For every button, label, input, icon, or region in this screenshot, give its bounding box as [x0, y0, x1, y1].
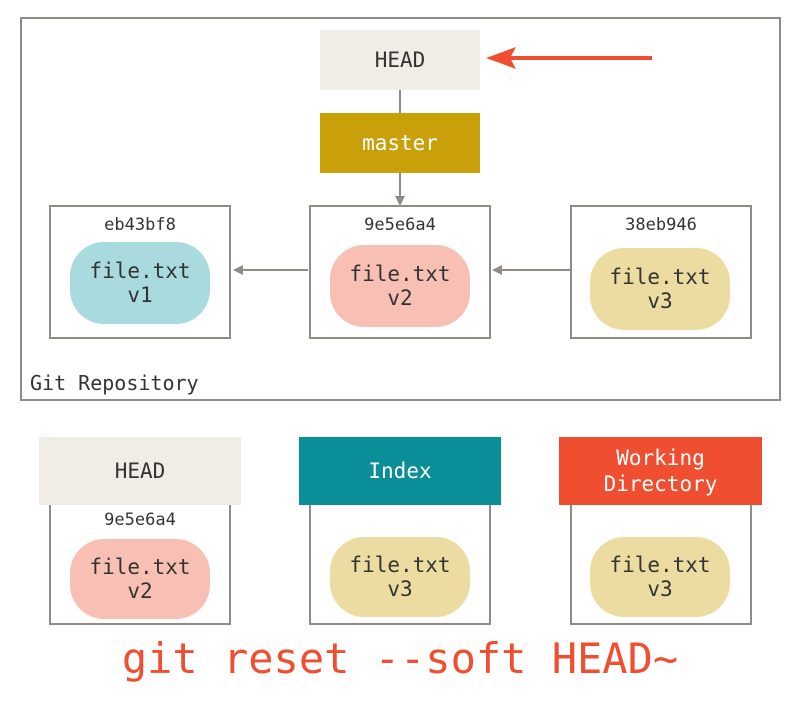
repo-head-pointer: HEAD: [320, 30, 480, 90]
working-directory-file-blob-v3: file.txt v3: [590, 537, 730, 617]
head-tree-header: HEAD: [39, 437, 241, 505]
file-name: file.txt: [609, 264, 711, 289]
head-moved-pointer-arrowhead: [486, 47, 516, 69]
commit-sha: eb43bf8: [104, 215, 176, 235]
file-version: v3: [647, 577, 673, 601]
file-name: file.txt: [349, 552, 451, 577]
index-tree-file-blob-v3: file.txt v3: [330, 537, 470, 617]
file-name: file.txt: [89, 554, 191, 579]
commit-sha: 38eb946: [625, 215, 697, 235]
file-name: file.txt: [89, 258, 191, 283]
file-version: v1: [127, 283, 153, 307]
git-command-caption: git reset --soft HEAD~: [121, 634, 679, 683]
git-repository-label: Git Repository: [30, 371, 199, 395]
head-tree-sha: 9e5e6a4: [104, 510, 176, 530]
commit-file-blob-v2: file.txt v2: [330, 245, 470, 327]
index-tree-header: Index: [299, 437, 501, 505]
file-version: v3: [647, 289, 673, 313]
file-version: v2: [127, 579, 153, 603]
file-name: file.txt: [609, 552, 711, 577]
commit-file-blob-v3: file.txt v3: [590, 248, 730, 330]
commit-file-blob-v1: file.txt v1: [70, 242, 210, 324]
git-repository-frame: [20, 17, 781, 401]
file-version: v3: [387, 577, 413, 601]
file-version: v2: [387, 286, 413, 310]
commit-sha: 9e5e6a4: [364, 215, 436, 235]
head-tree-file-blob-v2: file.txt v2: [70, 539, 210, 619]
file-name: file.txt: [349, 261, 451, 286]
working-directory-tree-header: Working Directory: [559, 437, 762, 505]
master-branch-pointer: master: [320, 113, 480, 173]
